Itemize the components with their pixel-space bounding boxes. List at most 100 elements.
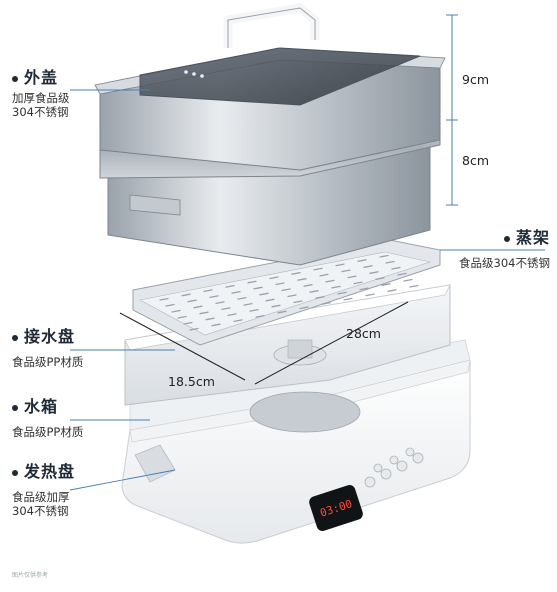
callout-heating-plate-title: 发热盘 <box>24 462 76 481</box>
callout-drip-tray: 接水盘 食品级PP材质 <box>12 327 83 369</box>
callout-water-tank-title: 水箱 <box>24 397 59 416</box>
bullet-icon <box>12 469 18 476</box>
rack-hole <box>337 291 347 295</box>
rack-hole <box>227 313 237 317</box>
steam-rack <box>132 239 441 346</box>
rack-hole <box>291 272 301 275</box>
rack-hole <box>341 269 351 273</box>
bullet-icon <box>12 75 18 82</box>
callout-heating-plate-sub: 食品级加厚 304不锈钢 <box>12 490 70 519</box>
callout-rack-sub: 食品级304不锈钢 <box>459 256 550 270</box>
rack-hole <box>313 267 323 271</box>
callout-lid-title: 外盖 <box>24 68 59 87</box>
rack-hole <box>249 308 259 312</box>
footprint-dimension-lines <box>119 301 409 385</box>
rack-hole <box>199 311 209 315</box>
rack-hole <box>375 277 385 280</box>
rack-hole <box>181 293 191 297</box>
bullet-icon <box>12 334 18 341</box>
rack-hole <box>381 283 391 286</box>
rack-hole <box>315 296 325 299</box>
rack-hole <box>253 286 263 290</box>
rack-hole <box>171 309 181 313</box>
callout-rack-title: 蒸架 <box>515 228 550 247</box>
rack-hole <box>209 295 219 299</box>
rack-hole <box>255 314 265 318</box>
lid <box>94 3 446 171</box>
rack-hole <box>277 310 287 314</box>
rack-hole <box>221 307 231 311</box>
rack-hole <box>211 323 221 327</box>
dim-length: 28cm <box>346 326 381 341</box>
rack-hole <box>215 301 225 305</box>
rack-hole <box>353 281 363 285</box>
callout-lid: 外盖 加厚食品级 304不锈钢 <box>12 68 70 120</box>
control-display <box>309 485 363 531</box>
dim-width: 18.5cm <box>168 374 215 389</box>
rack-hole <box>409 284 419 288</box>
callout-drip-tray-sub: 食品级PP材质 <box>12 355 84 369</box>
rack-hole <box>269 276 279 280</box>
rack-hole <box>321 302 331 305</box>
callout-lid-sub: 加厚食品级 304不锈钢 <box>12 91 70 120</box>
rack-hole <box>237 296 247 300</box>
rack-hole <box>319 273 329 277</box>
rack-hole <box>203 289 213 293</box>
rack-hole <box>159 297 169 301</box>
dim-tier-height: 8cm <box>462 153 490 168</box>
rack-hole <box>259 292 269 296</box>
rack-hole <box>369 271 379 274</box>
rack-hole <box>347 275 357 279</box>
rack-hole <box>189 327 199 331</box>
rack-hole <box>359 287 369 291</box>
bullet-icon <box>503 235 510 242</box>
rack-hole <box>387 289 397 292</box>
rack-hole <box>331 285 341 289</box>
rack-hole <box>385 260 395 264</box>
rack-hole <box>233 319 243 323</box>
rack-hole <box>357 259 367 262</box>
rack-hole <box>281 288 291 292</box>
heating-plate <box>249 391 361 433</box>
rack-hole <box>379 254 389 258</box>
rack-hole <box>325 279 335 283</box>
rack-hole <box>397 272 407 276</box>
bullet-icon <box>12 404 18 411</box>
watermark: 图片仅供参考 <box>12 572 49 579</box>
rack-hole <box>205 317 215 321</box>
rack-hole <box>275 282 285 286</box>
rack-hole <box>297 278 307 281</box>
rack-hole <box>243 302 253 306</box>
rack-hole <box>193 305 203 309</box>
rack-hole <box>265 298 275 302</box>
rack-hole <box>225 284 235 288</box>
callout-heating-plate: 发热盘 食品级加厚 304不锈钢 <box>12 462 75 519</box>
rack-hole <box>335 263 345 267</box>
rack-hole <box>363 265 373 268</box>
rack-hole <box>231 290 241 294</box>
dim-lid-height: 9cm <box>462 72 490 87</box>
rack-hole <box>187 299 197 303</box>
callout-water-tank-sub: 食品级PP材质 <box>12 425 84 439</box>
rack-hole <box>403 278 413 282</box>
rack-hole <box>343 297 353 301</box>
rack-hole <box>177 315 187 319</box>
rack-hole <box>365 293 375 297</box>
rack-hole <box>299 306 309 310</box>
dimension-lines <box>446 14 458 206</box>
callout-rack: 蒸架 食品级304不锈钢 <box>446 228 550 270</box>
rack-hole <box>293 300 303 304</box>
rack-hole <box>183 321 193 325</box>
control-buttons <box>364 447 424 488</box>
rack-hole <box>303 284 313 287</box>
rack-hole <box>271 304 281 308</box>
callout-water-tank: 水箱 食品级PP材质 <box>12 397 83 439</box>
leader-lines <box>69 89 545 491</box>
rack-hole <box>287 294 297 298</box>
callout-drip-tray-title: 接水盘 <box>24 327 76 346</box>
rack-hole <box>247 280 257 284</box>
rack-hole <box>309 290 319 293</box>
rack-hole <box>391 266 401 270</box>
rack-hole <box>165 303 175 307</box>
